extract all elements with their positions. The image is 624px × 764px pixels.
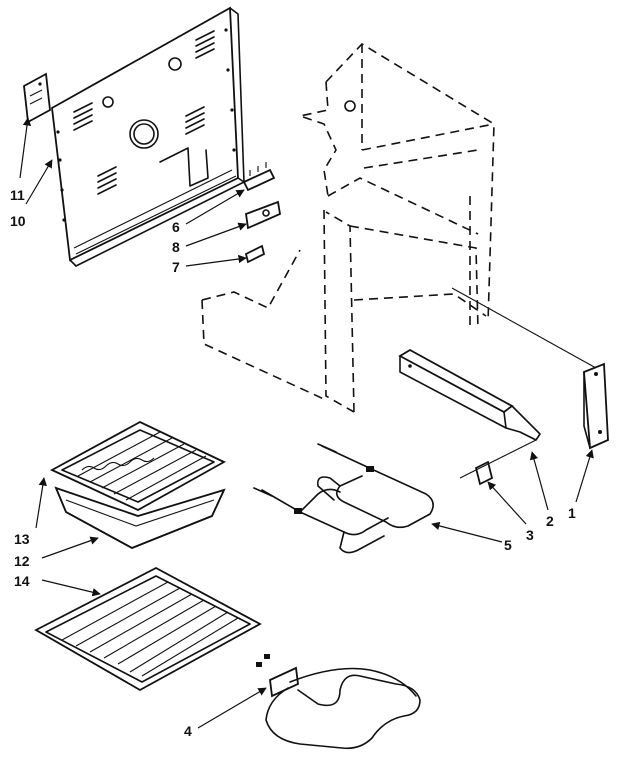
- callout-10: 10: [10, 213, 26, 229]
- callout-2: 2: [546, 513, 554, 529]
- callout-5: 5: [504, 537, 512, 553]
- callout-1: 1: [568, 505, 576, 521]
- callout-8: 8: [172, 239, 180, 255]
- oven-rack: [34, 566, 262, 692]
- bake-element: [256, 654, 421, 750]
- callout-7: 7: [172, 259, 180, 275]
- broiler-grid: [50, 420, 226, 512]
- callout-3: 3: [526, 527, 534, 543]
- callout-12: 12: [14, 553, 30, 569]
- small-clip: [474, 460, 494, 486]
- oven-cabinet-outline: [201, 42, 495, 413]
- callout-11: 11: [10, 187, 25, 203]
- callout-13: 13: [14, 531, 30, 547]
- clip: [244, 244, 266, 264]
- rack-support: [398, 348, 541, 441]
- callout-14: 14: [14, 573, 30, 589]
- rear-panel: [51, 6, 245, 267]
- broiler-pan: [54, 486, 226, 549]
- terminal-block: [242, 162, 276, 192]
- leader-lines: [19, 117, 594, 729]
- callout-4: 4: [184, 723, 192, 739]
- mounting-plate: [245, 200, 282, 230]
- broil-element: [253, 443, 434, 554]
- callout-6: 6: [172, 219, 180, 235]
- vent-louvers: [73, 30, 215, 195]
- side-trim: [583, 362, 609, 450]
- callouts: 11 10 6 8 7 1 2 3 5 13 12 14 4: [10, 187, 576, 739]
- small-bracket: [23, 72, 51, 124]
